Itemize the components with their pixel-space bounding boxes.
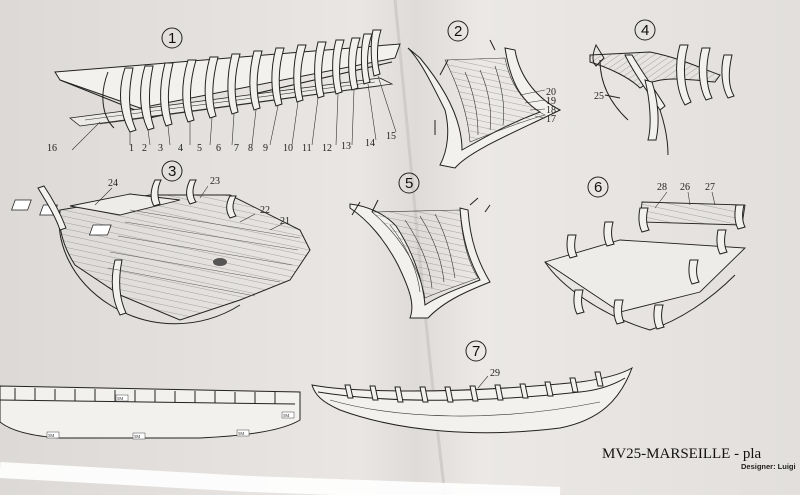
- part-label: 2: [142, 143, 147, 154]
- part-label: 4: [178, 143, 183, 154]
- part-label: 22: [260, 205, 270, 216]
- step-number: 4: [641, 22, 649, 39]
- part-label: 10: [283, 143, 293, 154]
- step-number: 1: [168, 30, 176, 47]
- part-label: 5M: [238, 431, 244, 436]
- paper-bottom-edge: [0, 462, 561, 495]
- step-1-drawing: 16 1 2 3 4 5 6 7 8 9 10 11 12 13 14 15 1: [47, 27, 401, 154]
- part-label: 6: [216, 143, 221, 154]
- part-label: 20: [546, 87, 556, 98]
- part-label: 5M: [48, 433, 54, 438]
- part-label: 27: [705, 182, 715, 193]
- part-label: 21: [280, 216, 290, 227]
- part-label: 8: [248, 143, 253, 154]
- part-label: 16: [47, 143, 57, 154]
- part-label: 13: [341, 141, 351, 152]
- part-label: 5M: [283, 413, 289, 418]
- step-number: 5: [405, 175, 413, 192]
- part-label: 17: [546, 114, 556, 125]
- part-label: 26: [680, 182, 690, 193]
- part-label: 25: [594, 91, 604, 102]
- part-label: 7: [234, 143, 239, 154]
- step-3-drawing: 3 24 23 22 21: [11, 160, 311, 325]
- designer-credit: Designer: Luigi: [741, 462, 796, 471]
- part-label: 5M: [134, 434, 140, 439]
- sheet-title: MV25-MARSEILLE - pla: [602, 446, 761, 462]
- step-2-drawing: 2 20 19 18 17: [407, 20, 562, 169]
- part-label: 5: [197, 143, 202, 154]
- part-label: 3: [158, 143, 163, 154]
- step-number: 3: [168, 163, 176, 180]
- part-label: 14: [365, 138, 375, 149]
- step-5-drawing: 5: [349, 172, 491, 319]
- part-label: 15: [386, 131, 396, 142]
- part-label: 19: [546, 96, 556, 107]
- part-label: 12: [322, 143, 332, 154]
- part-label: 1: [129, 143, 134, 154]
- step-number: 2: [454, 23, 462, 40]
- keel-strip-drawing: 5M 5M 5M 5M 5M: [0, 385, 301, 440]
- part-label: 23: [210, 176, 220, 187]
- part-label: 11: [302, 143, 312, 154]
- step-7-drawing: 7 29: [311, 340, 633, 434]
- part-label: 24: [108, 178, 118, 189]
- part-label: 28: [657, 182, 667, 193]
- step-number: 6: [594, 179, 602, 196]
- part-label: 18: [546, 105, 556, 116]
- step-4-drawing: 4 25: [589, 19, 735, 156]
- step-number: 7: [472, 343, 480, 360]
- part-label: 29: [490, 368, 500, 379]
- part-label: 9: [263, 143, 268, 154]
- part-label: 5M: [117, 396, 123, 401]
- step-6-drawing: 6 28 26 27: [543, 176, 747, 331]
